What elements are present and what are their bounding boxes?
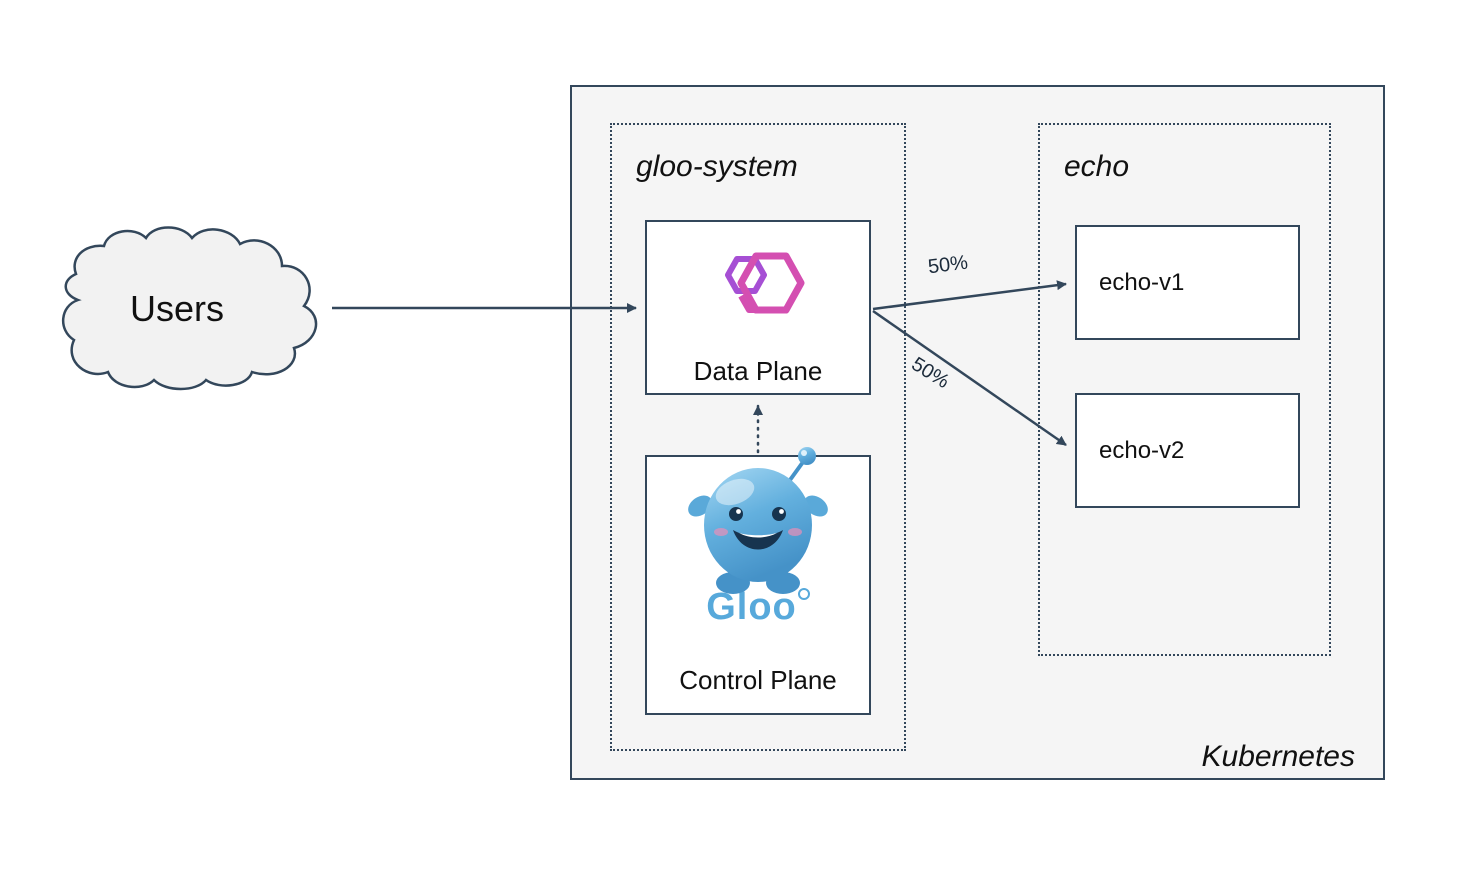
- echo-v2-node: echo-v2: [1075, 393, 1300, 508]
- gloo-wordmark-ring: [797, 588, 810, 600]
- control-plane-label: Control Plane: [679, 665, 837, 695]
- namespace-gloo-system-label: gloo-system: [636, 150, 798, 183]
- kubernetes-label: Kubernetes: [1201, 740, 1355, 773]
- namespace-echo-label: echo: [1064, 150, 1130, 183]
- gloo-wordmark-text: Gloo: [706, 586, 797, 628]
- echo-v1-node: echo-v1: [1075, 225, 1300, 340]
- users-label: Users: [129, 288, 224, 329]
- namespace-echo: [1038, 123, 1331, 656]
- data-plane-label: Data Plane: [693, 356, 823, 386]
- edge-label-echo-v1: 50%: [926, 251, 970, 279]
- echo-v2-label: echo-v2: [1099, 436, 1185, 464]
- echo-v1-label: echo-v1: [1099, 268, 1185, 296]
- gloo-wordmark: Gloo: [645, 586, 871, 629]
